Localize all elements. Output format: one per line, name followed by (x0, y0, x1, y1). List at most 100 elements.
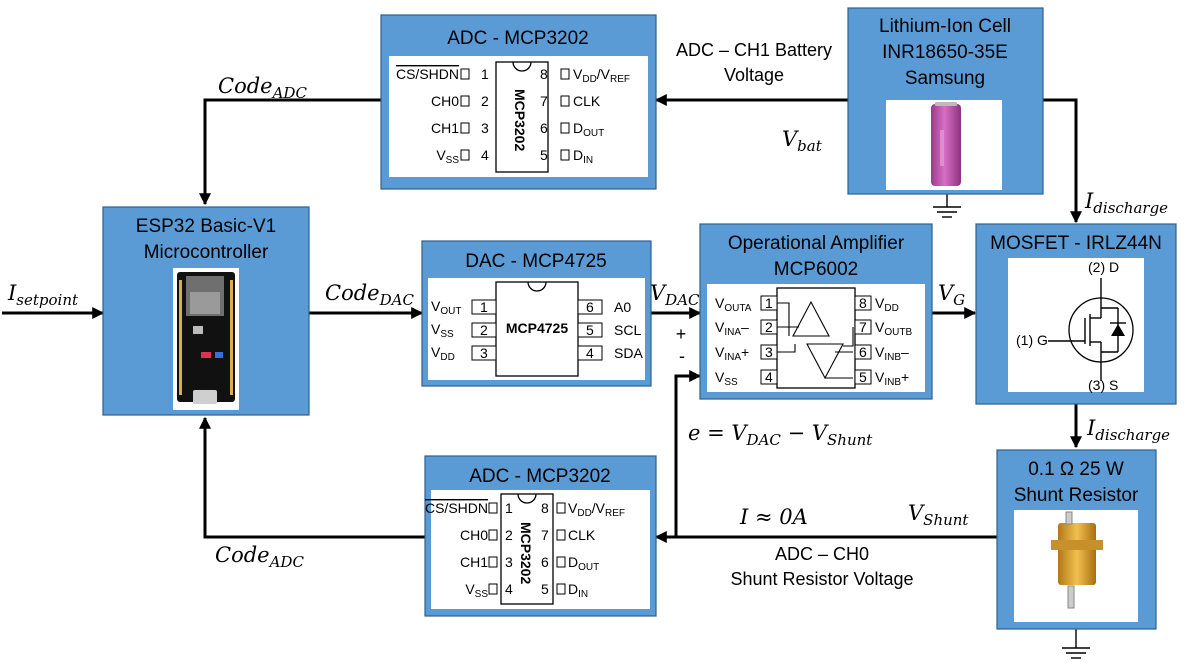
mosfet-pin-gate: (1) G (1016, 332, 1048, 348)
svg-text:DIN: DIN (573, 147, 593, 166)
wire-adc-bottom-to-esp32 (199, 416, 425, 539)
svg-text:4: 4 (505, 581, 513, 597)
svg-text:5: 5 (541, 581, 549, 597)
svg-text:4: 4 (765, 369, 773, 385)
mosfet-pin-source: (3) S (1088, 377, 1118, 393)
opamp-triangle-icons (777, 300, 854, 380)
svg-text:VINB–: VINB– (875, 344, 909, 363)
svg-text:4: 4 (586, 345, 594, 361)
svg-text:5: 5 (859, 369, 867, 385)
svg-text:1: 1 (505, 500, 513, 516)
opamp-block: Operational Amplifier MCP6002 VOUTA 1 VI… (699, 223, 933, 400)
shunt-block: 0.1 Ω 25 W Shunt Resistor (996, 449, 1157, 630)
minus-sign: - (679, 346, 685, 366)
adc-ch0-label-line1: ADC – CH0 (775, 544, 869, 564)
svg-text:3: 3 (765, 344, 773, 360)
battery-block: Lithium-Ion Cell INR18650-35E Samsung (847, 7, 1044, 195)
mcp4725-chip-label: MCP4725 (506, 320, 568, 336)
svg-text:DIN: DIN (568, 581, 588, 600)
svg-text:CLK: CLK (573, 93, 601, 109)
v-shunt-label: VShunt (908, 501, 969, 529)
svg-text:VINA–: VINA– (715, 319, 749, 338)
esp32-title-line2: Microcontroller (144, 242, 269, 263)
adc-top-block: ADC - MCP3202 MCP3202 CS/SHDN 1 CH0 2 CH… (380, 14, 657, 190)
esp32-board-icon (173, 268, 239, 410)
svg-text:VSS: VSS (715, 369, 738, 388)
svg-text:2: 2 (505, 527, 513, 543)
mosfet-title: MOSFET - IRLZ44N (990, 233, 1162, 254)
svg-text:7: 7 (859, 319, 867, 335)
code-dac-label: CodeDAC (325, 281, 414, 309)
svg-text:6: 6 (541, 554, 549, 570)
plus-sign: + (676, 324, 687, 344)
svg-text:VDD: VDD (431, 344, 455, 363)
svg-text:VDD: VDD (875, 295, 899, 314)
svg-text:CH0: CH0 (460, 527, 488, 543)
i-approx-label: I ≈ 0A (739, 505, 808, 529)
v-dac-label: VDAC (650, 281, 700, 309)
svg-text:6: 6 (859, 344, 867, 360)
svg-text:SCL: SCL (614, 322, 641, 338)
shunt-title-line2: Shunt Resistor (1014, 485, 1139, 506)
svg-text:8: 8 (859, 295, 867, 311)
battery-title-line2: INR18650-35E (882, 42, 1008, 63)
battery-title-line3: Samsung (905, 68, 985, 89)
error-equation: e = VDAC − VShunt (688, 421, 873, 449)
svg-text:VINA+: VINA+ (715, 344, 749, 363)
svg-text:7: 7 (541, 527, 549, 543)
svg-text:3: 3 (505, 554, 513, 570)
shunt-resistor-icon (1051, 511, 1103, 609)
dac-title: DAC - MCP4725 (465, 251, 607, 272)
svg-text:VSS: VSS (436, 147, 459, 166)
adc-ch1-label-line2: Voltage (724, 65, 784, 85)
svg-text:VDD/VREF: VDD/VREF (573, 66, 630, 85)
svg-text:CS/SHDN: CS/SHDN (396, 66, 459, 82)
v-bat-label: Vbat (782, 127, 823, 155)
mcp3202-left-pins: CS/SHDN 1 CH0 2 CH1 3 VSS 4 (396, 66, 489, 166)
ground-icon-battery (933, 194, 961, 218)
svg-text:VINB+: VINB+ (875, 369, 909, 388)
svg-text:3: 3 (480, 345, 488, 361)
mcp3202-chip-bottom: MCP3202 CS/SHDN 1 CH0 2 CH1 3 VSS 4 8 VD… (425, 493, 625, 605)
svg-text:8: 8 (541, 500, 549, 516)
svg-text:1: 1 (765, 295, 773, 311)
svg-text:2: 2 (480, 322, 488, 338)
esp32-block: ESP32 Basic-V1 Microcontroller (102, 206, 310, 416)
wires (2, 94, 1082, 543)
shunt-title-line1: 0.1 Ω 25 W (1028, 459, 1124, 480)
svg-text:A0: A0 (614, 299, 631, 315)
svg-text:7: 7 (540, 93, 548, 109)
mcp4725-chip: MCP4725 VOUT 1 VSS 2 VDD 3 6 A0 5 SCL 4 … (431, 281, 643, 377)
battery-title-line1: Lithium-Ion Cell (879, 16, 1011, 37)
svg-text:SDA: SDA (614, 345, 643, 361)
ground-icon-shunt (1062, 629, 1090, 659)
adc-bottom-block: ADC - MCP3202 MCP3202 CS/SHDN 1 CH0 2 CH… (424, 455, 657, 617)
mosfet-block: MOSFET - IRLZ44N (2) D (1) G (3) S (975, 223, 1177, 405)
svg-text:6: 6 (540, 120, 548, 136)
svg-text:1: 1 (480, 299, 488, 315)
svg-text:2: 2 (481, 93, 489, 109)
mcp3202-right-pins: 8 VDD/VREF 7 CLK 6 DOUT 5 DIN (540, 66, 630, 166)
wire-feedback-to-opamp (674, 370, 702, 537)
opamp-title-line2: MCP6002 (774, 259, 859, 280)
battery-cell-icon (931, 102, 961, 186)
svg-text:VOUTA: VOUTA (715, 295, 752, 314)
mcp3202-chip-label: MCP3202 (512, 89, 528, 151)
svg-text:CS/SHDN: CS/SHDN (425, 500, 488, 516)
opamp-title-line1: Operational Amplifier (728, 233, 905, 254)
svg-text:DOUT: DOUT (573, 120, 604, 139)
svg-text:5: 5 (586, 322, 594, 338)
svg-text:6: 6 (586, 299, 594, 315)
i-discharge-top-label: Idischarge (1084, 189, 1168, 217)
svg-text:1: 1 (481, 66, 489, 82)
mosfet-symbol-icon (1048, 278, 1134, 381)
i-setpoint-label: Isetpoint (7, 281, 79, 309)
svg-text:CH1: CH1 (460, 554, 488, 570)
code-adc-top-label: CodeADC (218, 74, 307, 102)
svg-text:CH1: CH1 (431, 120, 459, 136)
svg-text:VSS: VSS (431, 321, 454, 340)
wire-battery-to-mosfet (1043, 98, 1082, 224)
dac-block: DAC - MCP4725 MCP4725 VOUT 1 VSS 2 VDD 3… (421, 240, 652, 387)
svg-text:DOUT: DOUT (568, 554, 599, 573)
svg-text:CH0: CH0 (431, 93, 459, 109)
